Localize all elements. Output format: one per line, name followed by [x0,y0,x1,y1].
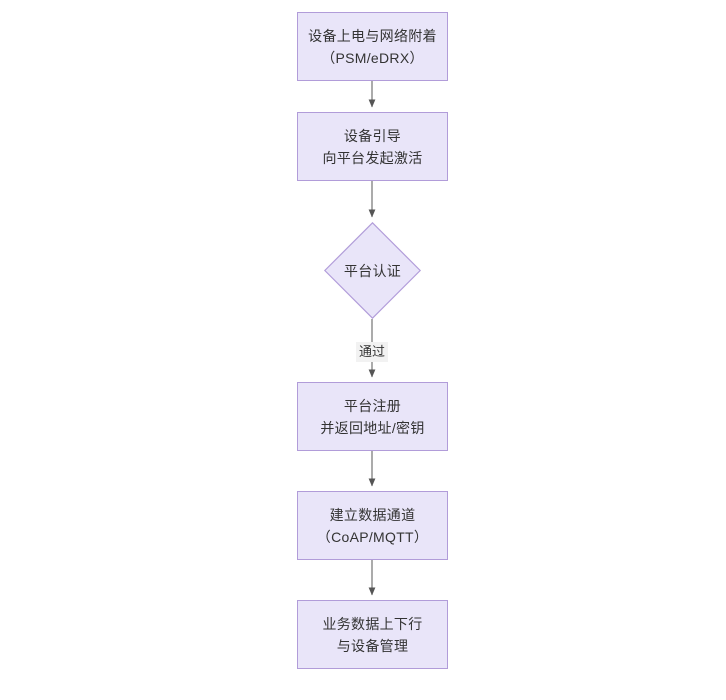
flow-node-label-line: 与设备管理 [336,637,409,654]
flow-node-label-line: 设备引导 [343,127,402,144]
flow-node-platform-authentication[interactable]: 平台认证 [324,222,421,319]
flow-node-label-line: 平台注册 [343,397,402,414]
flow-node-label-line: 并返回地址/密钥 [320,419,425,436]
flow-node-platform-registration[interactable]: 平台注册 并返回地址/密钥 [297,382,448,451]
flow-node-label-line: 设备上电与网络附着 [308,27,437,44]
edge-label-pass: 通过 [355,342,389,362]
flow-node-establish-data-channel[interactable]: 建立数据通道 （CoAP/MQTT） [297,491,448,560]
flow-node-device-power-on[interactable]: 设备上电与网络附着 （PSM/eDRX） [297,12,448,81]
flow-node-business-data-and-device-management[interactable]: 业务数据上下行 与设备管理 [297,600,448,669]
flow-node-label-line: （PSM/eDRX） [321,49,424,66]
flow-node-label-line: 建立数据通道 [329,506,416,523]
flow-node-label-line: 向平台发起激活 [322,149,423,166]
flow-node-device-bootstrap[interactable]: 设备引导 向平台发起激活 [297,112,448,181]
flow-node-label-line: 平台认证 [343,262,402,279]
diamond-shape-icon [324,222,421,319]
flow-node-label-line: 业务数据上下行 [322,615,423,632]
flow-node-label-line: （CoAP/MQTT） [316,528,429,545]
